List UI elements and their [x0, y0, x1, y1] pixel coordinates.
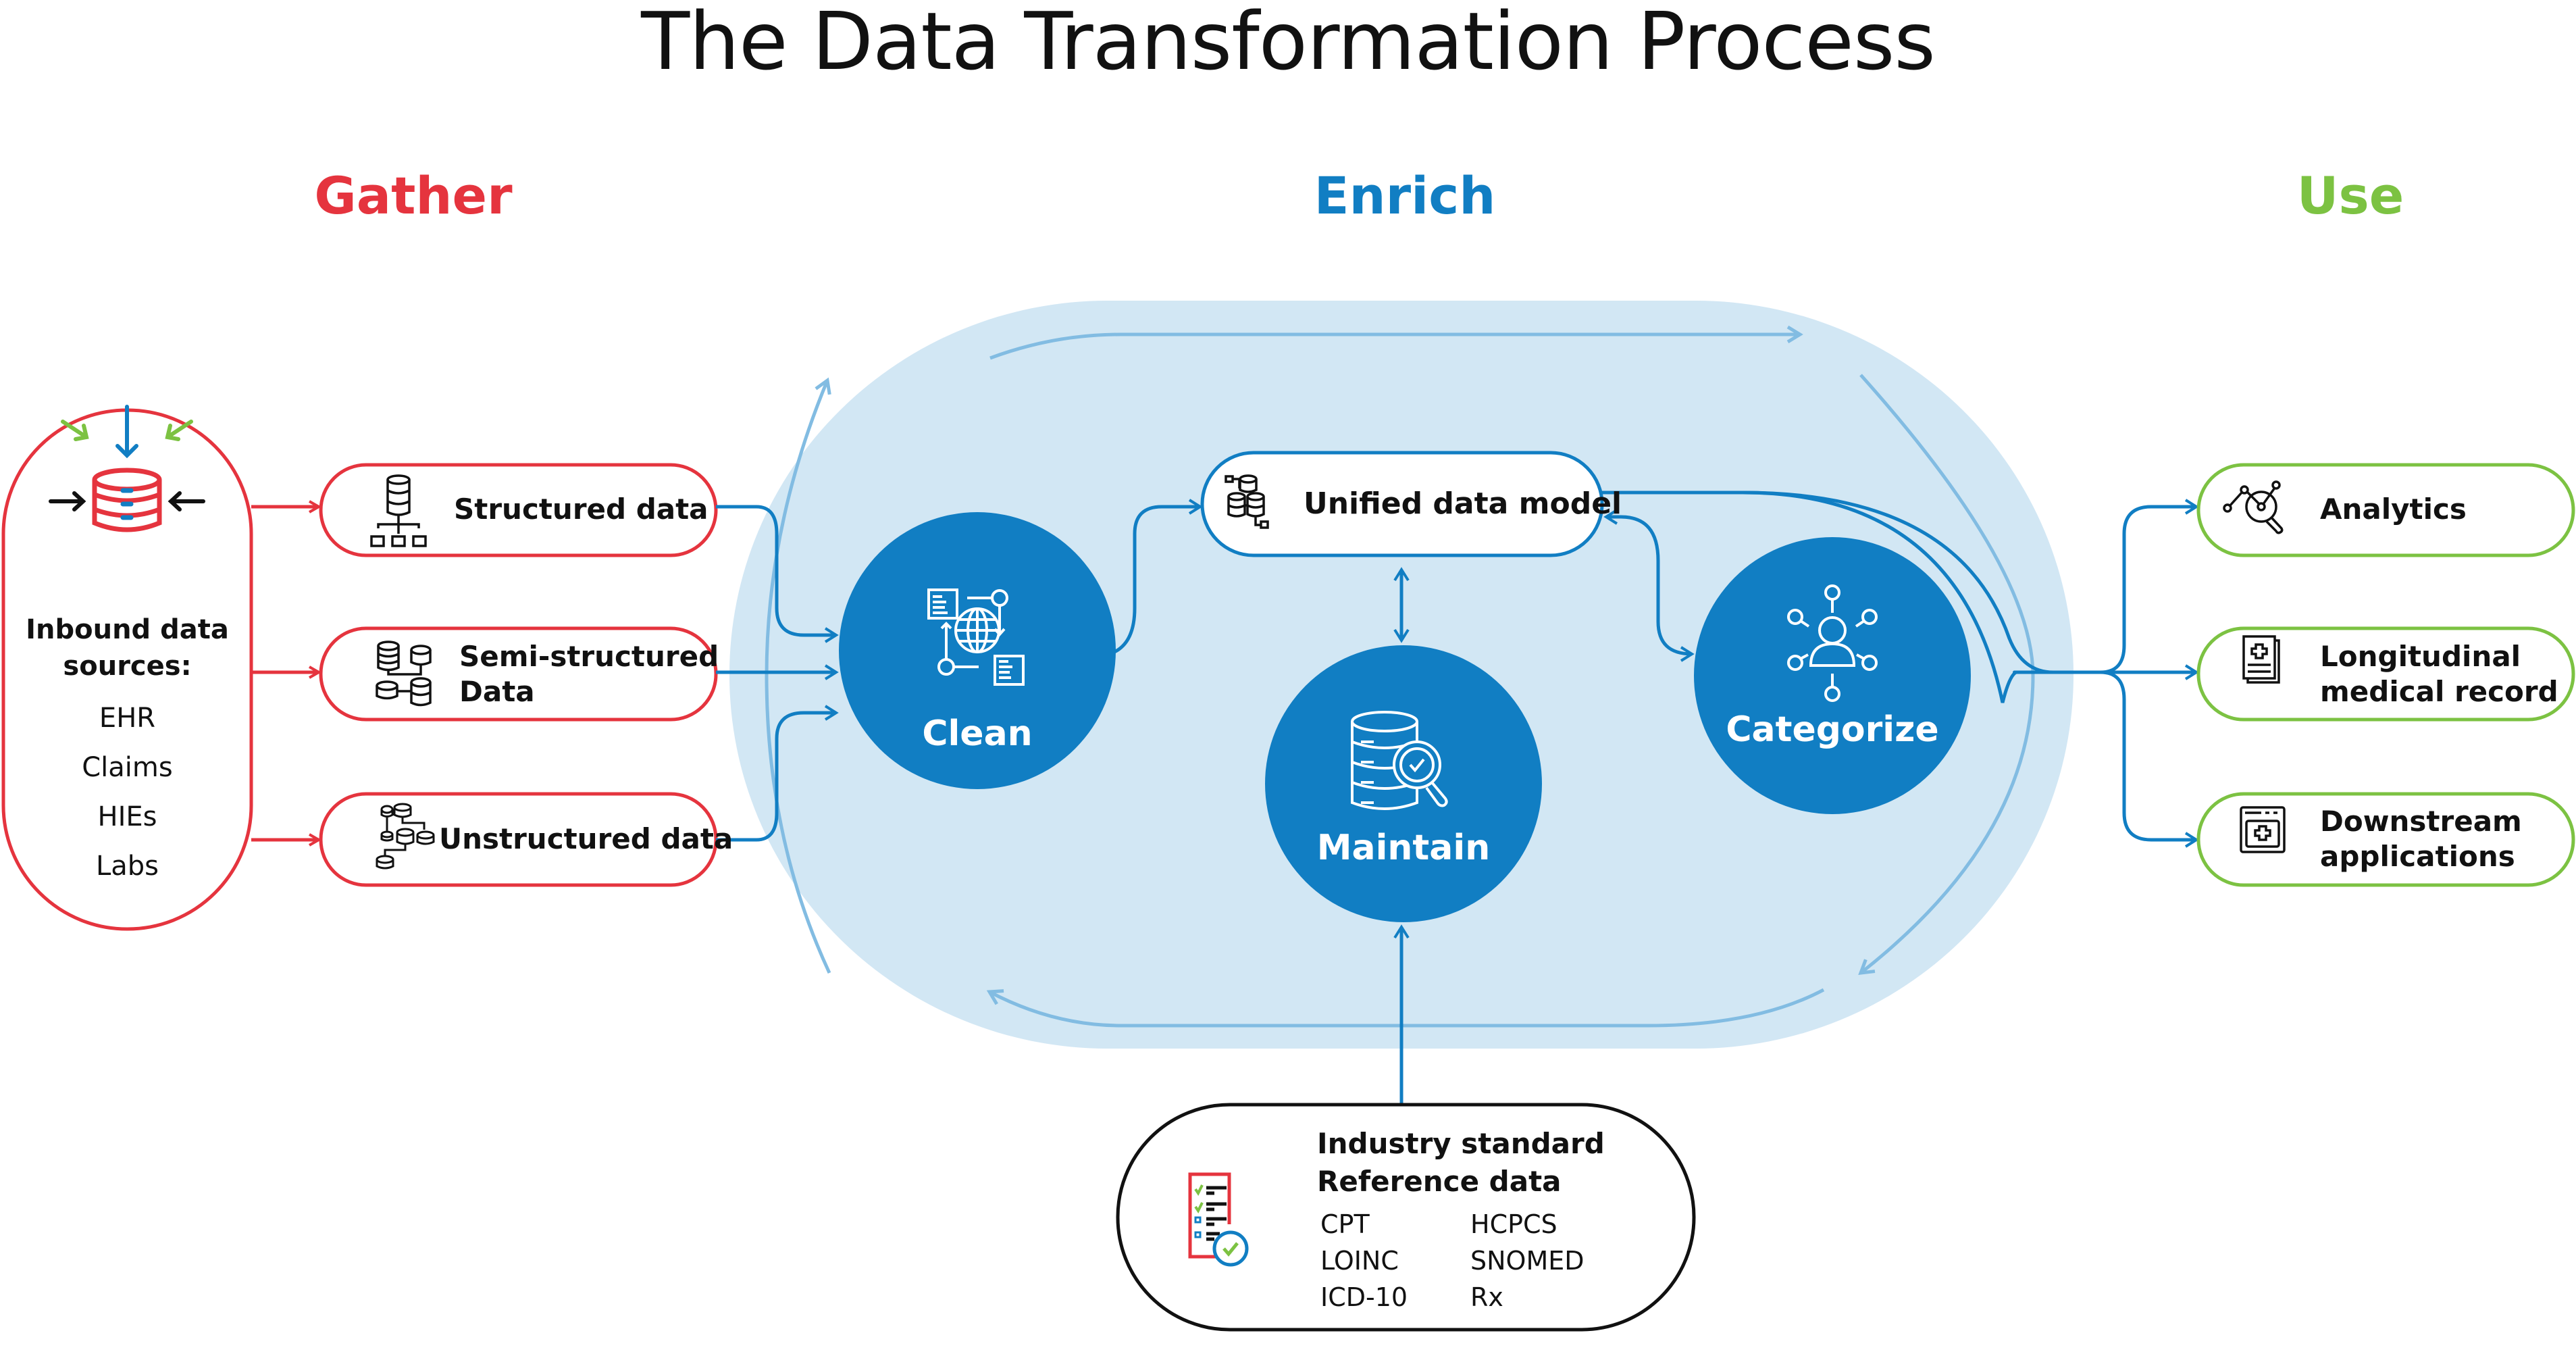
structured-data-pill[interactable]: [319, 463, 718, 557]
medical-app-window-icon: [2240, 806, 2286, 853]
medical-record-icon: [2242, 635, 2280, 684]
unified-data-model-icon: [1225, 474, 1269, 529]
reference-title-line2: Reference data: [1317, 1165, 1562, 1198]
structured-data-icon: [370, 474, 427, 547]
clean-to-unified-connector: [1113, 499, 1203, 654]
inbound-title-line1: Inbound data: [26, 614, 229, 645]
downstream-line2: applications: [2320, 840, 2515, 873]
semi-structured-data-label: Semi-structured Data: [459, 639, 719, 709]
phase-gather-label: Gather: [314, 166, 513, 226]
reference-title: Industry standard Reference data: [1317, 1125, 1605, 1201]
reference-code: SNOMED: [1470, 1246, 1585, 1276]
cycle-arrow-left: [765, 377, 831, 974]
cycle-arrow-bottom: [986, 988, 1825, 1028]
downstream-line1: Downstream: [2320, 805, 2522, 838]
downstream-applications-label: Downstream applications: [2320, 804, 2522, 874]
semi-structured-line2: Data: [459, 675, 535, 708]
unstructured-data-icon: [376, 803, 435, 870]
reference-code: ICD-10: [1320, 1282, 1408, 1312]
cycle-arrows: [765, 325, 2035, 1028]
longitudinal-medical-record-pill[interactable]: [2196, 626, 2575, 722]
unified-categorize-connector: [1603, 509, 1695, 662]
categorize-label: Categorize: [1726, 709, 1939, 750]
reference-code: CPT: [1320, 1209, 1370, 1239]
database-search-check-icon: [1351, 711, 1448, 810]
semi-structured-data-icon: [376, 641, 432, 707]
analytics-label: Analytics: [2320, 493, 2467, 526]
source-item: HIEs: [97, 801, 157, 832]
reference-code: HCPCS: [1470, 1209, 1557, 1239]
use-outputs: [1602, 491, 2199, 848]
analytics-magnifier-icon: [2223, 480, 2284, 534]
structured-data-label: Structured data: [454, 493, 709, 526]
semi-structured-line1: Semi-structured: [459, 640, 719, 673]
unified-data-model-label: Unified data model: [1304, 486, 1622, 521]
globe-transform-icon: [927, 588, 1025, 686]
maintain-label: Maintain: [1316, 828, 1491, 868]
reference-data-pill[interactable]: [1116, 1103, 1696, 1332]
analytics-pill[interactable]: [2196, 463, 2575, 557]
source-item: EHR: [99, 703, 156, 734]
cycle-arrow-right: [1858, 374, 2035, 975]
reference-code: Rx: [1470, 1282, 1503, 1312]
user-network-icon: [1787, 584, 1878, 702]
inbound-sources-title: Inbound data sources:: [3, 611, 251, 684]
database-inbound-icon: [49, 405, 205, 532]
phase-enrich-label: Enrich: [1314, 166, 1496, 226]
reference-code: LOINC: [1320, 1246, 1399, 1276]
unstructured-data-label: Unstructured data: [439, 822, 733, 855]
clean-label: Clean: [922, 713, 1033, 754]
inbound-title-line2: sources:: [63, 651, 192, 682]
downstream-applications-pill[interactable]: [2196, 792, 2575, 887]
longitudinal-medical-record-label: Longitudinal medical record: [2320, 639, 2558, 709]
checklist-verified-icon: [1188, 1172, 1249, 1267]
source-item: Claims: [82, 752, 173, 783]
clean-inputs: [716, 505, 839, 842]
longitudinal-line1: Longitudinal: [2320, 640, 2521, 673]
gather-connectors: [251, 507, 319, 840]
longitudinal-line2: medical record: [2320, 675, 2558, 708]
page-title: The Data Transformation Process: [641, 0, 1936, 88]
unified-data-model-pill[interactable]: [1200, 451, 1604, 557]
source-item: Labs: [95, 851, 159, 882]
cycle-arrow-top: [989, 325, 1803, 360]
reference-title-line1: Industry standard: [1317, 1127, 1605, 1160]
phase-use-label: Use: [2296, 166, 2404, 226]
